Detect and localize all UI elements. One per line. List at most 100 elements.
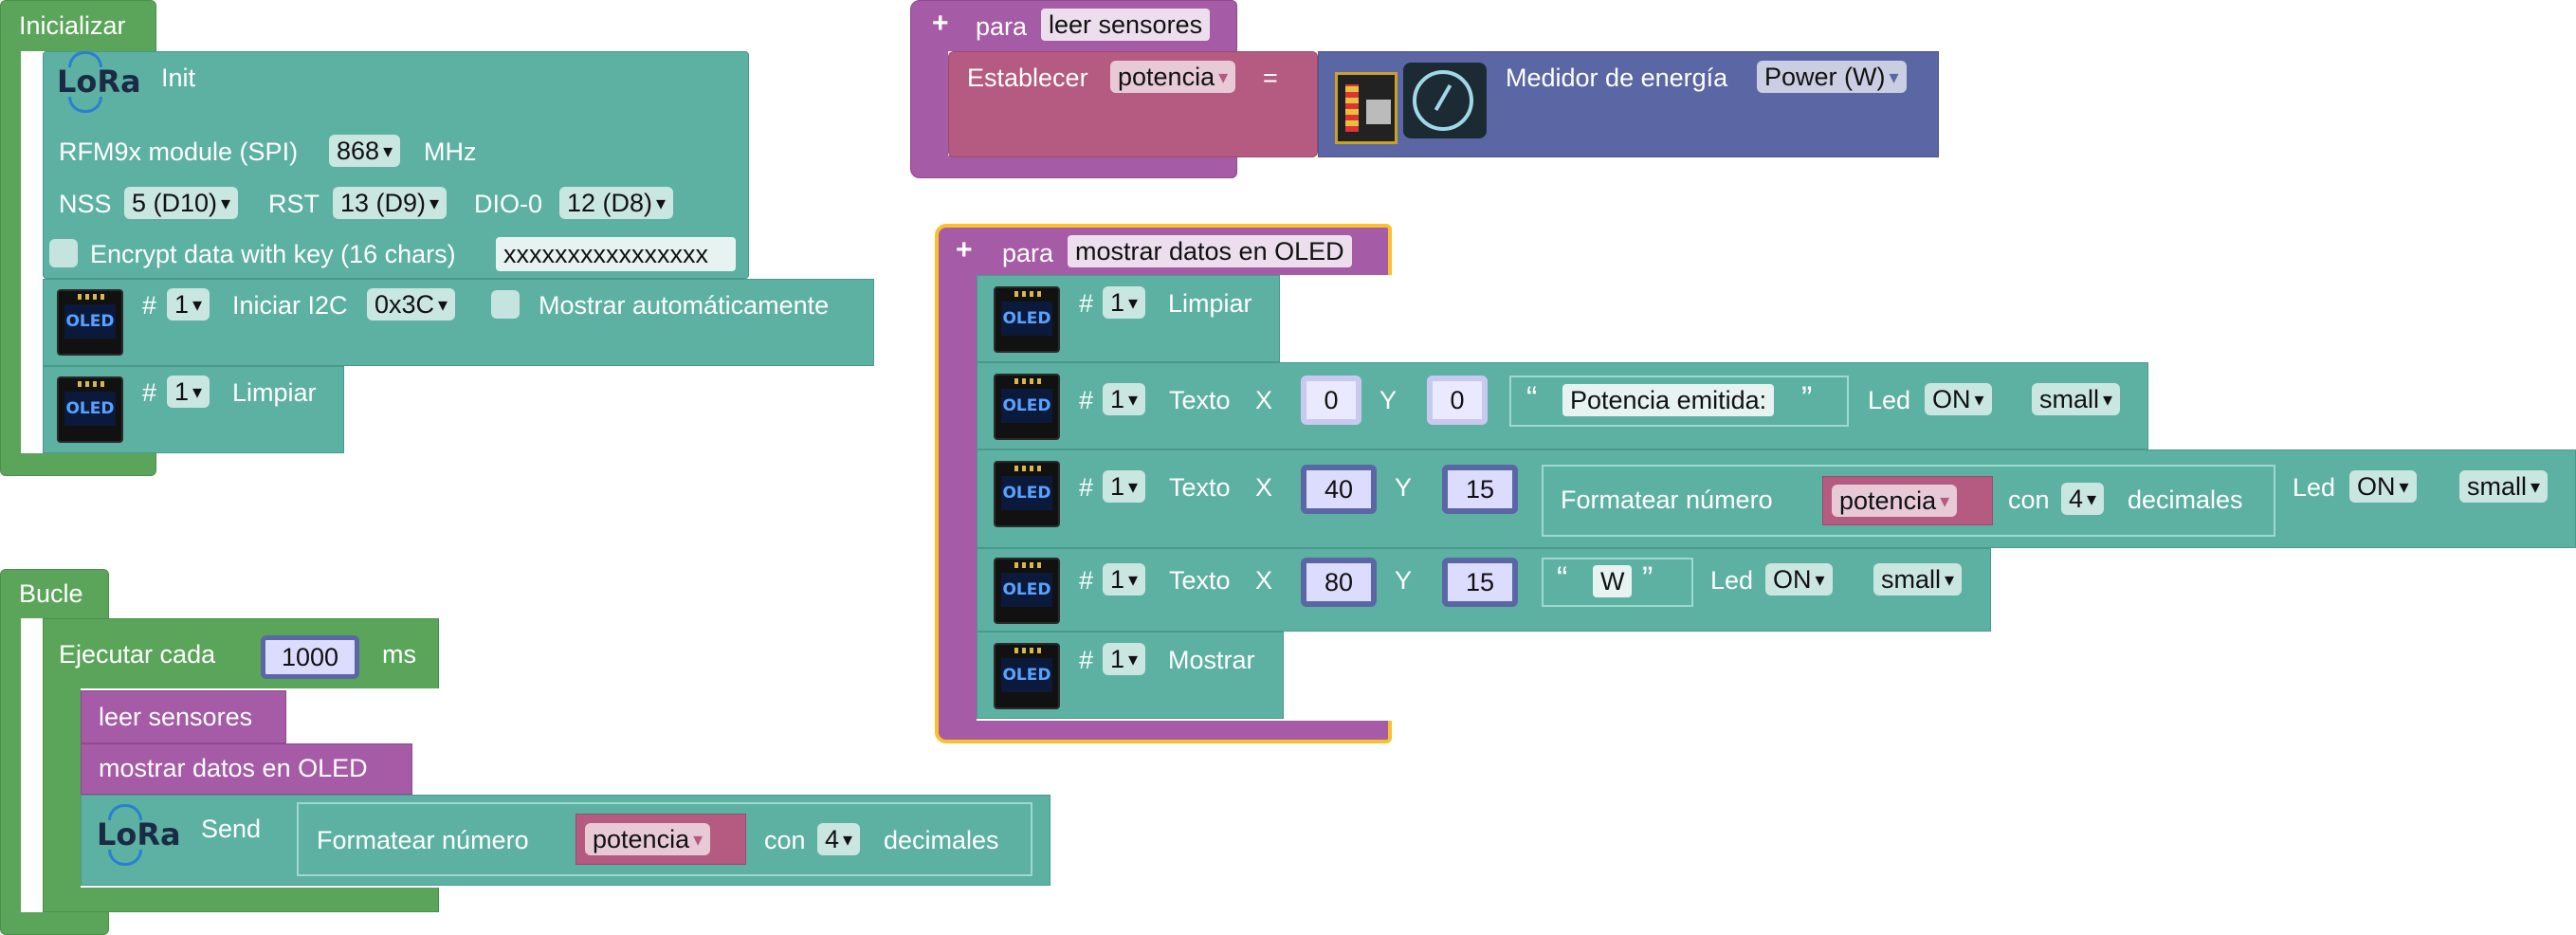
chevron-down-icon: ▾ <box>429 193 440 214</box>
decimals-dropdown[interactable]: 4▾ <box>817 823 861 855</box>
set-label: Establecer <box>967 64 1088 92</box>
string-input[interactable]: Potencia emitida: <box>1562 384 1775 416</box>
oled-clear-label: Limpiar <box>1168 289 1252 318</box>
execute-every-label: Ejecutar cada <box>59 640 216 669</box>
open-quote: “ <box>1526 380 1538 416</box>
variable-dropdown[interactable]: potencia▾ <box>1832 485 1958 517</box>
x-label: X <box>1255 566 1273 595</box>
call-mostrar-datos-label: mostrar datos en OLED <box>99 754 368 782</box>
oled-init-label: Iniciar I2C <box>232 291 348 320</box>
chevron-down-icon: ▾ <box>2530 477 2541 498</box>
oled-number-dropdown[interactable]: 1▾ <box>1103 286 1146 319</box>
chevron-down-icon: ▾ <box>1218 67 1229 88</box>
energy-board-icon <box>1335 72 1398 144</box>
procedure-name-field[interactable]: mostrar datos en OLED <box>1068 235 1352 267</box>
con-label: con <box>2008 486 2050 514</box>
x-input[interactable]: 40 <box>1301 465 1377 514</box>
frequency-unit: MHz <box>424 138 477 166</box>
open-quote: “ <box>1557 560 1568 596</box>
chevron-down-icon: ▾ <box>1128 293 1139 314</box>
dio-label: DIO-0 <box>474 190 543 218</box>
oled-icon: OLED <box>994 286 1060 353</box>
frequency-dropdown[interactable]: 868▾ <box>329 135 401 167</box>
procedure-name-field[interactable]: leer sensores <box>1041 9 1211 41</box>
x-input[interactable]: 0 <box>1301 376 1361 425</box>
oled-hash: # <box>1079 646 1094 674</box>
oled-number-dropdown[interactable]: 1▾ <box>167 288 210 321</box>
interval-unit: ms <box>382 640 416 669</box>
chevron-down-icon: ▾ <box>192 382 203 403</box>
oled-hash: # <box>1079 289 1094 318</box>
led-dropdown[interactable]: ON▾ <box>2349 470 2417 503</box>
oled-icon: OLED <box>994 643 1060 709</box>
oled-icon: OLED <box>994 558 1060 624</box>
power-unit-dropdown[interactable]: Power (W)▾ <box>1757 61 1907 93</box>
encrypt-label: Encrypt data with key (16 chars) <box>90 240 456 268</box>
led-dropdown[interactable]: ON▾ <box>1925 383 1992 415</box>
dio-dropdown[interactable]: 12 (D8)▾ <box>559 187 674 219</box>
i2c-address-dropdown[interactable]: 0x3C▾ <box>367 288 456 321</box>
loop-hat-label: Bucle <box>19 579 83 608</box>
y-input[interactable]: 15 <box>1442 558 1518 607</box>
energy-meter-label: Medidor de energía <box>1506 64 1728 92</box>
oled-icon: OLED <box>994 374 1060 440</box>
chevron-down-icon: ▾ <box>843 830 853 851</box>
oled-number-dropdown[interactable]: 1▾ <box>1103 563 1146 596</box>
call-leer-sensores-label: leer sensores <box>99 703 253 731</box>
font-size-dropdown[interactable]: small▾ <box>1873 563 1963 596</box>
close-quote: ” <box>1642 560 1653 596</box>
oled-show-label: Mostrar <box>1168 646 1255 674</box>
y-label: Y <box>1395 473 1413 502</box>
texto-label: Texto <box>1169 473 1231 502</box>
chevron-down-icon: ▾ <box>656 193 667 214</box>
decimals-dropdown[interactable]: 4▾ <box>2061 483 2105 515</box>
nss-dropdown[interactable]: 5 (D10)▾ <box>124 187 239 219</box>
rst-label: RST <box>268 190 320 218</box>
init-hat-label: Inicializar <box>19 11 126 40</box>
variable-dropdown[interactable]: potencia▾ <box>1110 61 1236 93</box>
con-label: con <box>764 826 806 854</box>
led-label: Led <box>1710 566 1754 595</box>
variable-dropdown[interactable]: potencia▾ <box>585 823 711 855</box>
oled-number-dropdown[interactable]: 1▾ <box>1103 643 1146 675</box>
lora-send-label: Send <box>201 815 262 843</box>
chevron-down-icon: ▾ <box>1889 67 1899 88</box>
chevron-down-icon: ▾ <box>2087 489 2097 510</box>
string-input[interactable]: W <box>1593 565 1633 597</box>
encrypt-checkbox[interactable] <box>49 239 78 267</box>
add-parameter-icon[interactable]: + <box>956 234 973 266</box>
chevron-down-icon: ▾ <box>1940 491 1950 512</box>
add-parameter-icon[interactable]: + <box>932 8 949 39</box>
led-label: Led <box>2293 473 2336 502</box>
font-size-dropdown[interactable]: small▾ <box>2459 470 2549 503</box>
y-input[interactable]: 0 <box>1427 376 1488 425</box>
rst-dropdown[interactable]: 13 (D9)▾ <box>333 187 448 219</box>
chevron-down-icon: ▾ <box>1128 570 1139 591</box>
auto-show-label: Mostrar automáticamente <box>539 291 830 320</box>
chevron-down-icon: ▾ <box>438 295 448 316</box>
y-input[interactable]: 15 <box>1442 465 1518 514</box>
auto-show-checkbox[interactable] <box>491 290 520 319</box>
chevron-down-icon: ▾ <box>1815 570 1825 591</box>
equals-label: = <box>1263 64 1278 92</box>
call-mostrar-datos-block[interactable] <box>81 743 412 795</box>
y-label: Y <box>1379 386 1398 414</box>
oled-clear-label: Limpiar <box>232 378 317 407</box>
oled-number-dropdown[interactable]: 1▾ <box>1103 470 1146 503</box>
para-label: para <box>1002 239 1054 267</box>
interval-input[interactable]: 1000 <box>261 635 359 679</box>
texto-label: Texto <box>1169 386 1231 414</box>
font-size-dropdown[interactable]: small▾ <box>2032 383 2121 415</box>
led-dropdown[interactable]: ON▾ <box>1765 563 1833 596</box>
oled-number-dropdown[interactable]: 1▾ <box>167 376 210 408</box>
x-input[interactable]: 80 <box>1301 558 1377 607</box>
oled-icon: OLED <box>57 376 123 443</box>
chevron-down-icon: ▾ <box>383 141 393 162</box>
chevron-down-icon: ▾ <box>1974 390 1984 411</box>
call-leer-sensores-block[interactable] <box>81 690 286 743</box>
chevron-down-icon: ▾ <box>2399 477 2409 498</box>
para-label: para <box>976 12 1028 41</box>
encryption-key-input[interactable]: xxxxxxxxxxxxxxxx <box>496 237 736 271</box>
chevron-down-icon: ▾ <box>221 193 231 214</box>
oled-number-dropdown[interactable]: 1▾ <box>1103 383 1146 415</box>
